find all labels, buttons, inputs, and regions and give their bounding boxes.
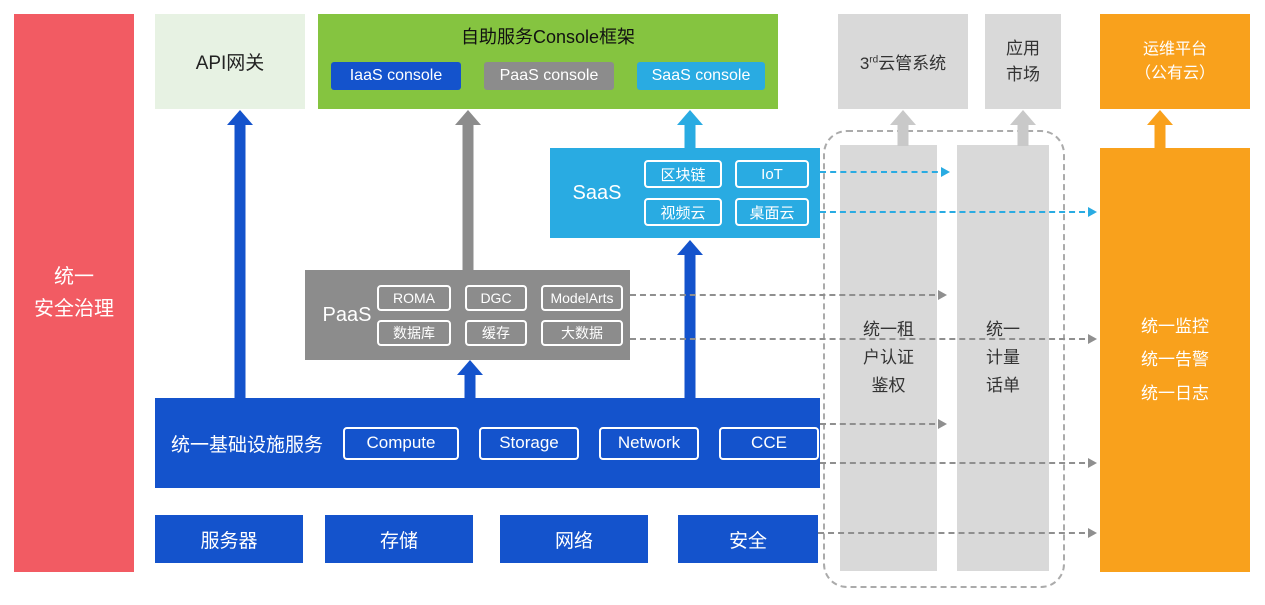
- paas-console-chip: PaaS console: [484, 62, 614, 90]
- saas-item-video-cloud: 视频云: [644, 198, 722, 226]
- om-platform-label: 运维平台 （公有云）: [1134, 40, 1215, 82]
- paas-item-roma: ROMA: [377, 284, 451, 311]
- paas-item-bigdata: 大数据: [541, 319, 623, 346]
- dash-paas-to-monitor: [630, 334, 1097, 344]
- infrastructure-label: 统一基础设施服务: [171, 434, 324, 456]
- arrow-head: [457, 360, 483, 375]
- dash-security-to-monitor: [818, 528, 1097, 538]
- tenant-auth-bar: 统一租 户认证 鉴权: [840, 145, 937, 571]
- arrow-monitor-to-om-platform: [1147, 110, 1173, 148]
- arrow-head: [227, 110, 253, 125]
- arrow-paas-to-console: [455, 110, 481, 270]
- monitoring-bar: 统一监控 统一告警 统一日志: [1100, 148, 1250, 572]
- arrow-shaft: [462, 124, 474, 270]
- arrow-shaft: [897, 124, 909, 146]
- infra-item-network: Network: [599, 426, 699, 460]
- hw-security-box: 安全: [678, 515, 818, 563]
- paas-item-modelarts: ModelArts: [541, 284, 623, 311]
- shared-services-dashed-frame: [823, 130, 1065, 588]
- hw-server-box: 服务器: [155, 515, 303, 563]
- third-party-cms-box: 3rd云管系统: [838, 14, 968, 109]
- infra-item-storage: Storage: [479, 426, 579, 460]
- third-party-cms-rest: 云管系统: [878, 54, 947, 73]
- console-framework-box: 自助服务Console框架 IaaS console PaaS console …: [318, 14, 778, 109]
- arrow-head: [677, 110, 703, 125]
- hw-storage-box: 存储: [325, 515, 473, 563]
- api-gateway-box: API网关: [155, 14, 305, 109]
- paas-item-dgc: DGC: [465, 284, 527, 311]
- arrow-shaft: [464, 374, 476, 398]
- paas-label: PaaS: [322, 303, 372, 326]
- dash-saas-to-auth: [820, 167, 950, 177]
- arrow-head: [890, 110, 916, 125]
- third-party-cms-sup: rd: [869, 54, 879, 66]
- dash-saas-to-monitor: [820, 207, 1097, 217]
- console-framework-title: 自助服务Console框架: [460, 27, 636, 47]
- third-party-cms-base: 3: [859, 54, 870, 73]
- iaas-console-chip: IaaS console: [331, 62, 461, 90]
- infra-item-compute: Compute: [343, 426, 459, 460]
- metering-bar: 统一 计量 话单: [957, 145, 1049, 571]
- arrow-to-third-party-cms: [890, 110, 916, 146]
- arrow-saas-to-console: [677, 110, 703, 148]
- arrow-shaft: [684, 124, 696, 148]
- arrow-shaft: [1017, 124, 1029, 146]
- arrow-head: [1147, 110, 1173, 125]
- arrow-head: [1010, 110, 1036, 125]
- app-market-box: 应用 市场: [985, 14, 1061, 109]
- saas-item-desktop-cloud: 桌面云: [735, 198, 809, 226]
- api-gateway-label: API网关: [195, 53, 265, 74]
- arrow-shaft: [234, 124, 246, 398]
- arrow-infra-to-api-gateway: [227, 110, 253, 398]
- saas-items: 区块链 IoT 视频云 桌面云: [644, 160, 809, 226]
- arrow-to-app-market: [1010, 110, 1036, 146]
- metering-label: 统一 计量 话单: [986, 319, 1020, 396]
- arrow-shaft: [684, 254, 696, 398]
- monitoring-label: 统一监控 统一告警 统一日志: [1141, 317, 1209, 403]
- hw-network-box: 网络: [500, 515, 648, 563]
- saas-box: SaaS 区块链 IoT 视频云 桌面云: [550, 148, 820, 238]
- dash-infra-to-auth: [820, 419, 947, 429]
- saas-label: SaaS: [572, 181, 622, 204]
- om-platform-box: 运维平台 （公有云）: [1100, 14, 1250, 109]
- console-chip-row: IaaS console PaaS console SaaS console: [318, 49, 778, 90]
- third-party-cms-label: 3rd云管系统: [860, 49, 946, 74]
- saas-console-chip: SaaS console: [637, 62, 765, 90]
- saas-item-iot: IoT: [735, 160, 809, 188]
- infrastructure-box: 统一基础设施服务 Compute Storage Network CCE: [155, 398, 820, 488]
- saas-item-blockchain: 区块链: [644, 160, 722, 188]
- security-governance-label: 统一 安全治理: [34, 266, 114, 320]
- arrow-shaft: [1154, 124, 1166, 148]
- arrow-head: [677, 240, 703, 255]
- tenant-auth-label: 统一租 户认证 鉴权: [863, 319, 914, 396]
- infrastructure-items: Compute Storage Network CCE: [343, 426, 819, 460]
- arrow-infra-to-paas: [457, 360, 483, 398]
- paas-box: PaaS ROMA DGC ModelArts 数据库 缓存 大数据: [305, 270, 630, 360]
- arrow-head: [455, 110, 481, 125]
- security-governance-bar: 统一 安全治理: [14, 14, 134, 572]
- infra-item-cce: CCE: [719, 426, 819, 460]
- app-market-label: 应用 市场: [1006, 39, 1040, 84]
- paas-items: ROMA DGC ModelArts 数据库 缓存 大数据: [377, 284, 623, 346]
- arrow-infra-to-saas: [677, 240, 703, 398]
- paas-item-database: 数据库: [377, 319, 451, 346]
- paas-item-cache: 缓存: [465, 319, 527, 346]
- dash-paas-to-auth: [630, 290, 947, 300]
- dash-infra-to-monitor: [820, 458, 1097, 468]
